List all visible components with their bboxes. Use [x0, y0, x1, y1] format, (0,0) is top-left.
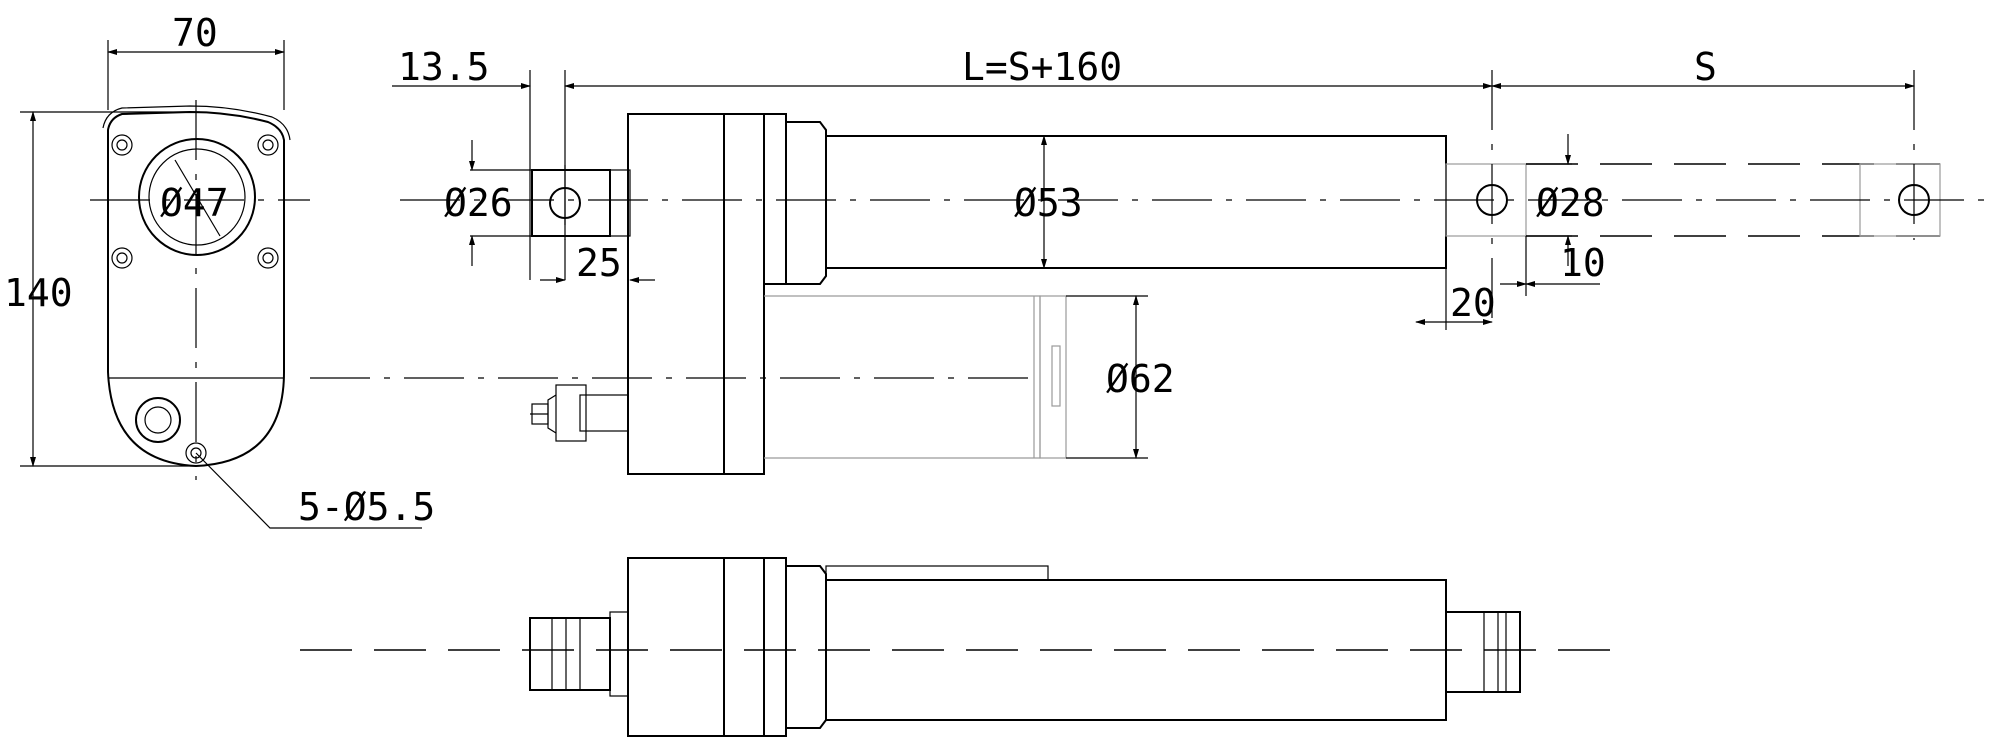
rod-eye-label: Ø28 — [1536, 181, 1605, 225]
front-motor-top — [825, 565, 1049, 581]
top-view — [310, 70, 1990, 475]
length-label: L=S+160 — [962, 45, 1122, 89]
width-label: 70 — [172, 11, 218, 55]
cable-stub — [531, 403, 549, 425]
cable-gland-tip — [547, 394, 557, 434]
motor-endcap — [1039, 295, 1067, 459]
stroke-label: S — [1694, 45, 1717, 89]
rear-pivot-outer-circle — [135, 397, 181, 443]
outer-tube — [825, 135, 1447, 269]
motor-housing — [764, 295, 1041, 459]
mount-hole-icon — [111, 247, 133, 269]
mount-hole-icon — [185, 442, 207, 464]
dimension-labels: 70 140 Ø47 5-Ø5.5 13.5 L=S+160 S Ø26 25 … — [4, 11, 1717, 529]
front-tube-cap — [786, 565, 827, 729]
tube-cap — [786, 121, 827, 285]
end-view — [20, 40, 422, 529]
holes-label: 5-Ø5.5 — [298, 485, 435, 529]
height-label: 140 — [4, 271, 73, 315]
cable-gland-nut — [555, 384, 587, 442]
rear-clevis-label: 25 — [576, 241, 622, 285]
mount-hole-inner-icon — [116, 252, 128, 264]
rear-eye-label: Ø26 — [444, 181, 513, 225]
rod-tip-label: 10 — [1560, 241, 1606, 285]
rear-clevis — [531, 169, 611, 237]
front-view — [300, 557, 1620, 737]
flange-label: Ø47 — [160, 181, 229, 225]
end-view-housing-outline — [107, 110, 285, 468]
mount-hole-icon — [111, 134, 133, 156]
holes-leader — [195, 452, 422, 529]
front-rear-clevis — [529, 617, 611, 691]
motor-endcap-tab — [1051, 345, 1061, 407]
cable-gland — [579, 394, 629, 432]
front-clevis-neck — [609, 611, 629, 697]
tube-label: Ø53 — [1014, 181, 1083, 225]
front-collar — [763, 557, 787, 737]
flange-leader — [174, 159, 221, 237]
mount-hole-inner-icon — [116, 139, 128, 151]
end-view-housing-top-edge — [102, 105, 291, 141]
mount-hole-inner-icon — [262, 252, 274, 264]
front-gearbox-body — [627, 557, 725, 737]
front-gearbox-plate — [723, 557, 765, 737]
rear-pivot-inner-circle — [144, 406, 172, 434]
mount-hole-inner-icon — [262, 139, 274, 151]
front-rod-end — [1445, 611, 1521, 693]
rod-end-label: 20 — [1450, 281, 1496, 325]
pin-offset-label: 13.5 — [398, 45, 490, 89]
mount-hole-icon — [257, 247, 279, 269]
gearbox-plate — [723, 113, 765, 475]
mount-hole-icon — [257, 134, 279, 156]
flange-inner-circle — [148, 148, 246, 246]
flange-outer-circle — [138, 138, 256, 256]
motor-label: Ø62 — [1106, 357, 1175, 401]
rear-clevis-neck — [609, 169, 631, 237]
gearbox-body — [627, 113, 725, 475]
tube-collar — [763, 113, 787, 285]
